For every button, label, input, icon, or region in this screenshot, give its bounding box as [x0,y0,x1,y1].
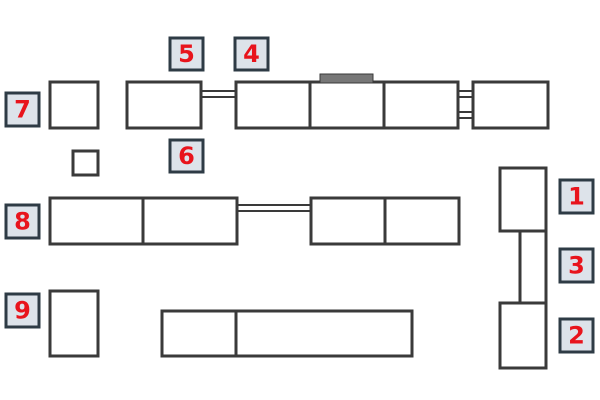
tag-5: 5 [168,36,205,72]
tag-8-box [4,203,41,240]
tag-7-box [4,91,41,128]
tag-9: 9 [4,292,41,329]
block-4a[interactable] [234,80,312,130]
tag-3-label: 3 [568,252,585,280]
tag-9-label: 9 [14,297,31,325]
tag-1-label: 1 [568,183,585,211]
number-tags: 5 4 7 6 1 8 3 9 [4,36,595,354]
block-9[interactable] [48,289,100,358]
tag-7: 7 [4,91,41,128]
block-4b[interactable] [308,80,386,130]
tag-8: 8 [4,203,41,240]
tag-5-box [168,36,205,72]
tag-1-box [558,178,595,215]
block-8d[interactable] [383,196,461,246]
block-2[interactable] [498,301,548,370]
tag-4-box [233,36,270,72]
block-8a[interactable] [48,196,145,246]
block-row3-a[interactable] [160,309,238,358]
block-7[interactable] [48,80,100,130]
tag-9-box [4,292,41,329]
block-4d[interactable] [471,80,550,130]
block-8c[interactable] [309,196,387,246]
right-column-blocks [498,166,548,370]
block-3[interactable] [518,229,548,305]
small-square-block[interactable] [71,149,100,177]
block-5-6[interactable] [125,80,203,130]
row-3-blocks [48,289,414,358]
tag-6-box [168,138,205,174]
row-1-blocks [48,73,550,130]
block-row3-b[interactable] [234,309,414,358]
tag-5-label: 5 [178,40,195,68]
block-8b[interactable] [141,196,239,246]
tag-6: 6 [168,138,205,174]
tag-4-label: 4 [243,40,260,68]
block-1[interactable] [498,166,548,233]
row-2-blocks [48,196,461,246]
tag-2-label: 2 [568,322,585,350]
block-4c[interactable] [382,80,460,130]
tag-3: 3 [558,247,595,284]
tag-6-label: 6 [178,142,195,170]
tag-7-label: 7 [14,96,31,124]
tag-3-box [558,247,595,284]
tag-1: 1 [558,178,595,215]
connector-row2 [235,204,312,212]
tag-2-box [558,317,595,354]
connector-row1-a [199,90,238,98]
tag-4: 4 [233,36,270,72]
tag-2: 2 [558,317,595,354]
tag-8-label: 8 [14,208,31,236]
top-bar [319,73,374,84]
